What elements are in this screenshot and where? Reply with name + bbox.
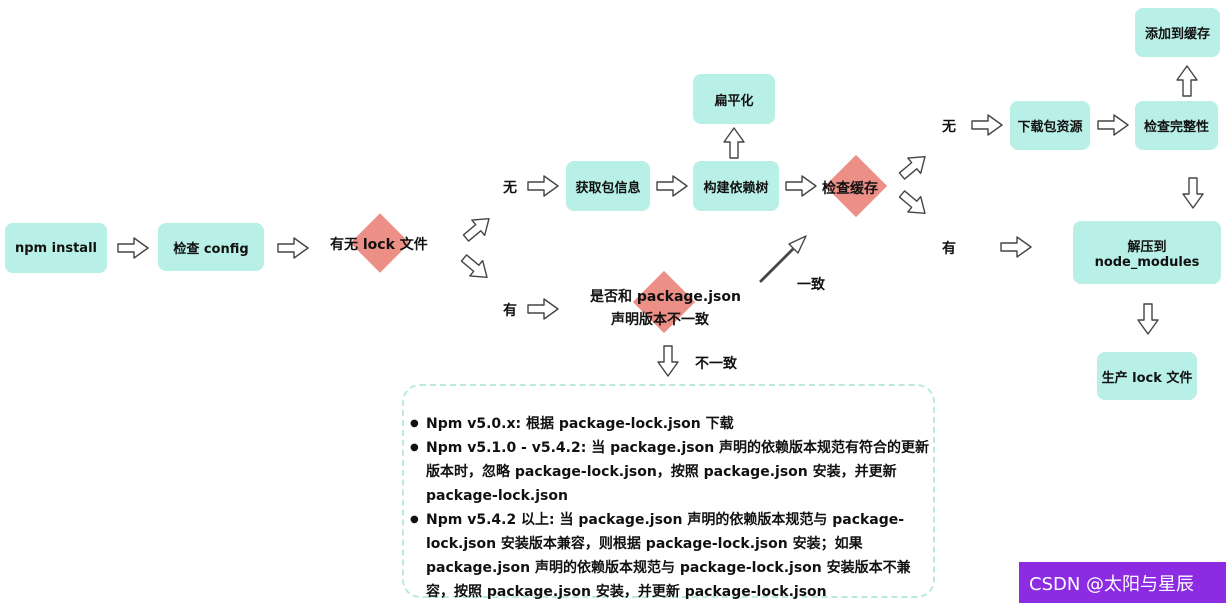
note-item: Npm v5.4.2 以上: 当 package.json 声明的依赖版本规范与… xyxy=(410,508,933,604)
no-lock-label: 无 xyxy=(503,180,517,196)
arrow-no-getinfo xyxy=(527,175,559,197)
download-node: 下载包资源 xyxy=(1010,101,1090,150)
arrow-cache-yes xyxy=(894,185,933,222)
consistent-question-line2: 声明版本不一致 xyxy=(611,312,709,328)
version-notes-box: Npm v5.0.x: 根据 package-lock.json 下载 Npm … xyxy=(402,384,935,600)
arrow-integrity-cache xyxy=(1176,65,1198,97)
note-item: Npm v5.1.0 - v5.4.2: 当 package.json 声明的依… xyxy=(410,436,933,508)
arrow-getinfo-tree xyxy=(656,175,688,197)
arrow-download-integrity xyxy=(1097,114,1129,136)
arrow-unzip-lock xyxy=(1137,303,1159,335)
unzip-node: 解压到 node_modules xyxy=(1073,221,1221,284)
has-lock-label: 有无 lock 文件 xyxy=(330,237,428,253)
has-lock-yes-label: 有 xyxy=(503,303,517,319)
get-package-info-node: 获取包信息 xyxy=(566,161,650,211)
note-item: Npm v5.0.x: 根据 package-lock.json 下载 xyxy=(410,412,933,436)
inconsistent-label: 不一致 xyxy=(695,356,737,372)
arrow-tree-cache xyxy=(785,175,817,197)
build-tree-node: 构建依赖树 xyxy=(693,161,779,211)
arrow-lock-yes xyxy=(456,249,495,286)
arrow-inconsistent-notes xyxy=(657,345,679,377)
arrow-yes-unzip xyxy=(1000,236,1032,258)
has-cache-label: 有 xyxy=(942,241,956,257)
arrow-no-download xyxy=(971,114,1003,136)
check-integrity-node: 检查完整性 xyxy=(1135,101,1218,150)
arrow-cache-no xyxy=(894,148,933,185)
csdn-watermark: CSDN @太阳与星辰 xyxy=(1019,562,1226,603)
arrow-yes-consistent xyxy=(527,298,559,320)
version-notes-list: Npm v5.0.x: 根据 package-lock.json 下载 Npm … xyxy=(404,386,933,604)
gen-lock-node: 生产 lock 文件 xyxy=(1097,352,1197,400)
flatten-node: 扁平化 xyxy=(693,74,775,124)
watermark-text: CSDN @太阳与星辰 xyxy=(1029,573,1195,595)
npm-install-node: npm install xyxy=(5,223,107,273)
check-config-node: 检查 config xyxy=(158,223,264,271)
add-cache-node: 添加到缓存 xyxy=(1135,8,1220,57)
arrow-tree-flatten xyxy=(723,127,745,159)
no-cache-label: 无 xyxy=(942,119,956,135)
arrow-install-config xyxy=(117,237,149,259)
check-cache-label: 检查缓存 xyxy=(822,181,878,197)
consistent-label: 一致 xyxy=(797,277,825,293)
consistent-question-line1: 是否和 package.json xyxy=(590,289,741,305)
arrow-config-lock xyxy=(277,237,309,259)
arrow-integrity-unzip xyxy=(1182,177,1204,209)
arrow-lock-no xyxy=(458,210,497,247)
arrow-consistent-cache xyxy=(759,235,807,283)
